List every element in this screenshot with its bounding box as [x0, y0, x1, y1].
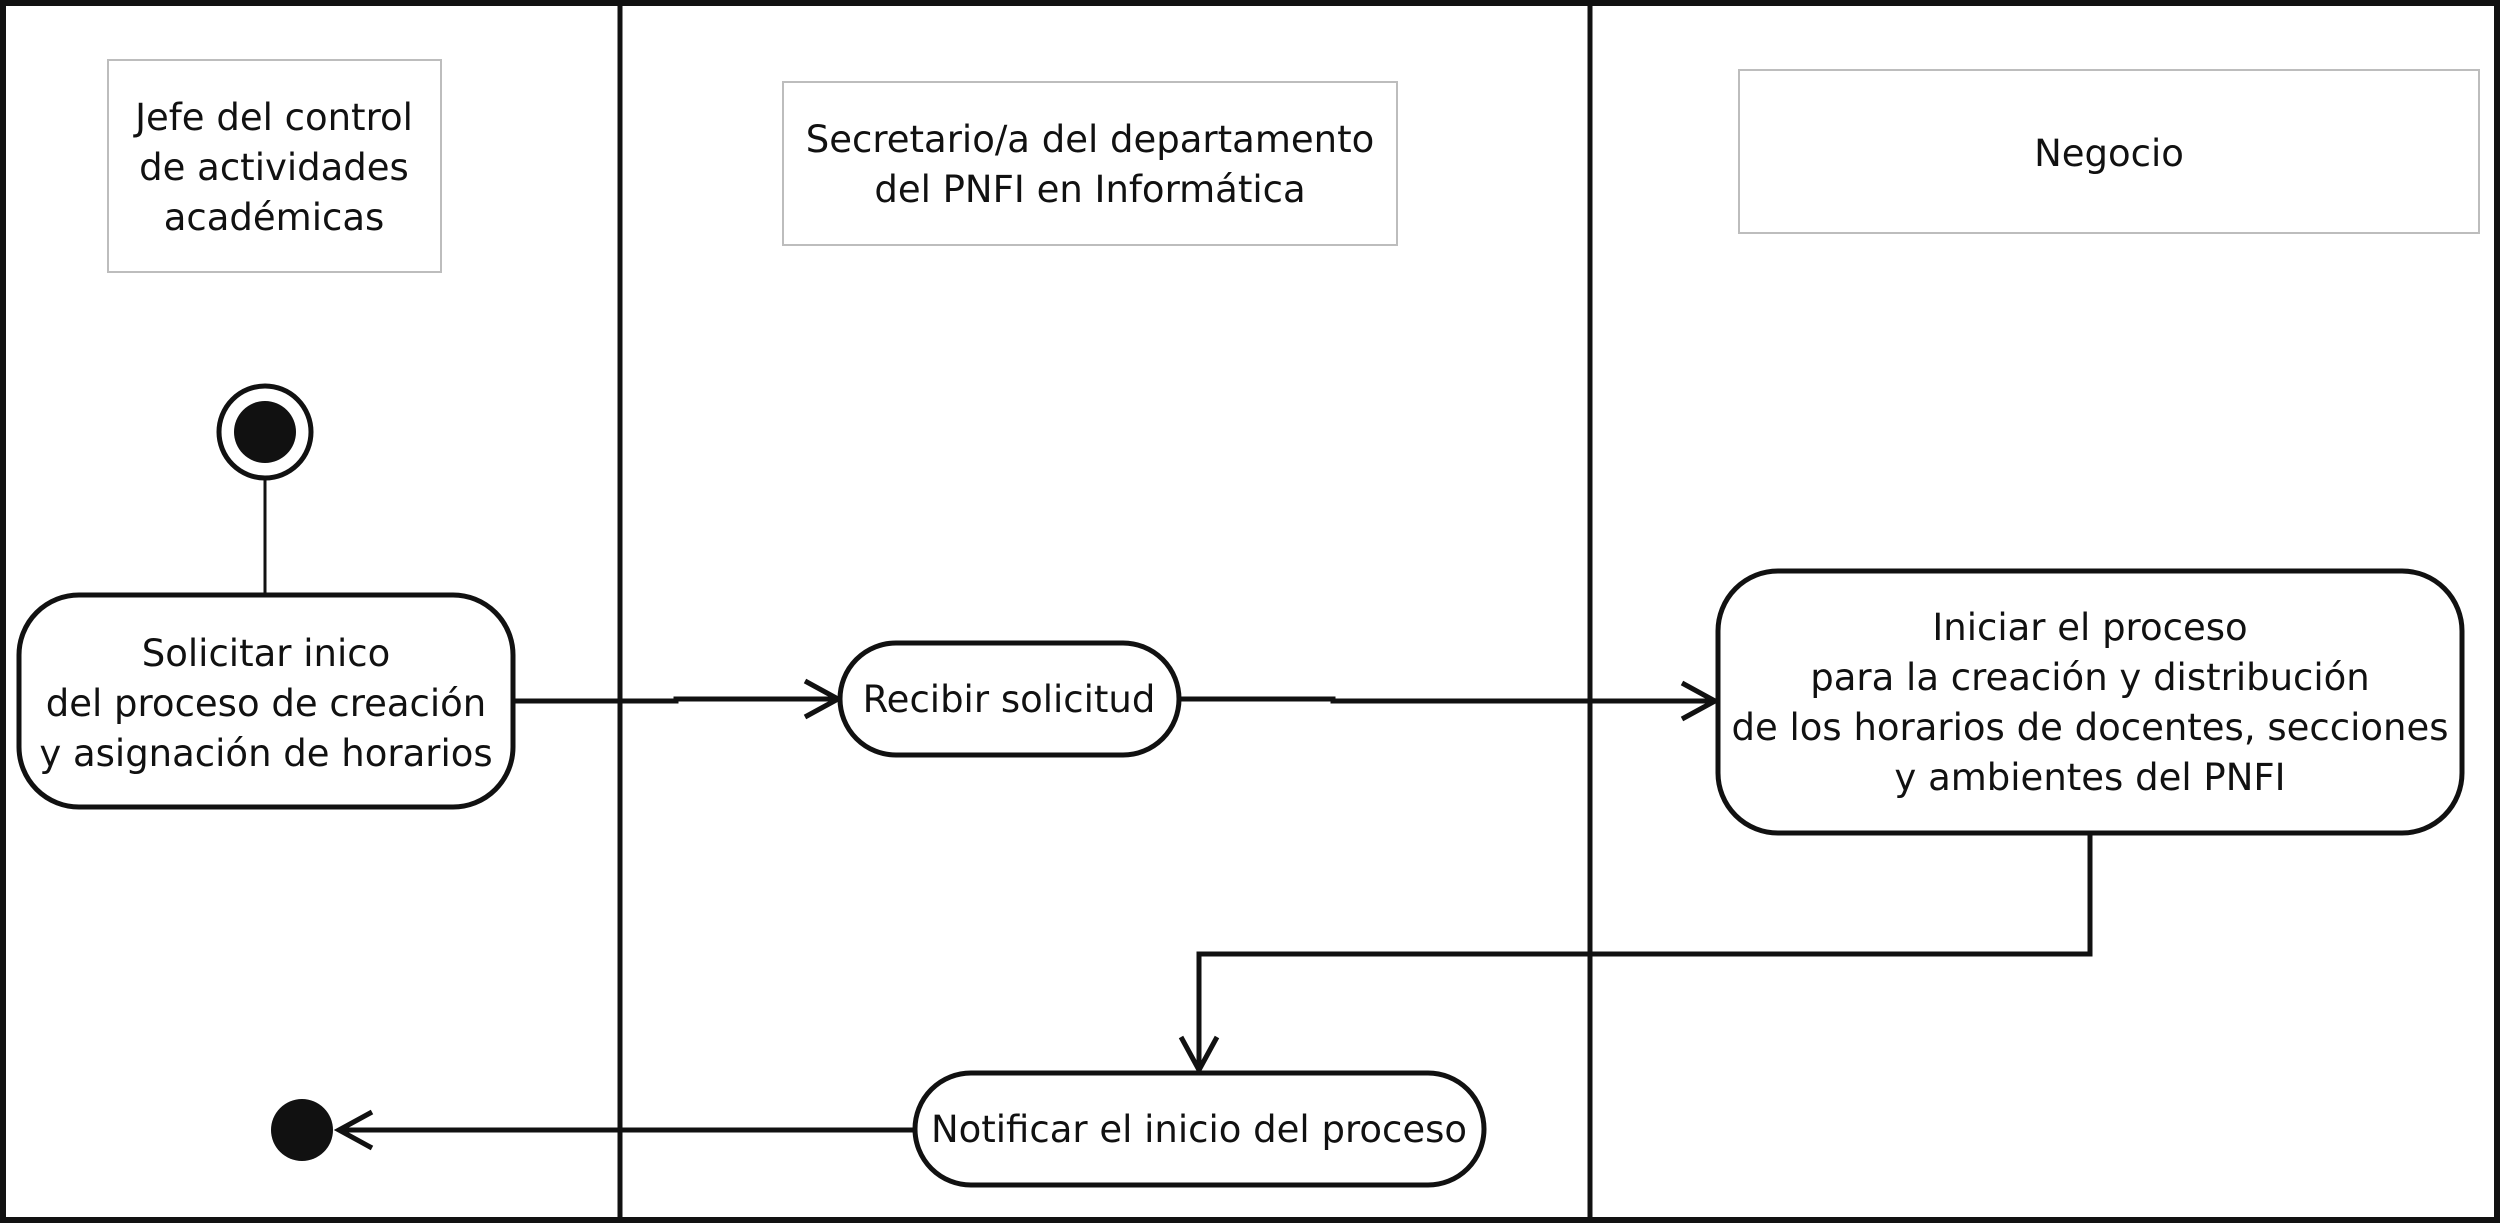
edge-solicitar-to-recibir — [513, 696, 838, 704]
lane-title-line: Jefe del control — [133, 96, 413, 139]
activity-line: y ambientes del PNFI — [1894, 756, 2285, 799]
activity-recibir: Recibir solicitud — [837, 640, 1182, 758]
final-node — [271, 1099, 333, 1161]
lane-title-line: Secretario/a del departamento — [806, 118, 1374, 161]
lane-title-line: del PNFI en Informática — [874, 168, 1305, 211]
lane-header-secretario: Secretario/a del departamento del PNFI e… — [782, 81, 1398, 246]
lane-header-jefe: Jefe del control de actividades académic… — [107, 59, 442, 273]
initial-node — [216, 383, 314, 481]
activity-notificar: Notificar el inicio del proceso — [912, 1070, 1487, 1188]
arrowhead-icon — [333, 1109, 374, 1151]
lane-title-line: Negocio — [2034, 132, 2184, 175]
lane-header-negocio: Negocio — [1738, 69, 2480, 234]
arrowhead-icon — [1680, 680, 1721, 722]
arrowhead-icon — [1178, 1035, 1220, 1076]
activity-solicitar: Solicitar inico del proceso de creación … — [16, 592, 516, 810]
edge-recibir-to-iniciar — [1179, 696, 1715, 704]
activity-line: para la creación y distribución — [1810, 656, 2370, 699]
lane-title-line: de actividades — [139, 146, 409, 189]
activity-line: y asignación de horarios — [39, 732, 492, 775]
activity-line: del proceso de creación — [46, 682, 487, 725]
lane-title-line: académicas — [164, 196, 385, 239]
activity-line: Iniciar el proceso — [1932, 606, 2247, 649]
activity-iniciar: Iniciar el proceso para la creación y di… — [1715, 568, 2465, 836]
activity-line: Notificar el inicio del proceso — [931, 1108, 1467, 1151]
activity-line: de los horarios de docentes, secciones — [1731, 706, 2448, 749]
activity-line: Recibir solicitud — [863, 678, 1156, 721]
activity-line: Solicitar inico — [142, 632, 390, 675]
edge-iniciar-to-notificar — [1196, 834, 2093, 1070]
